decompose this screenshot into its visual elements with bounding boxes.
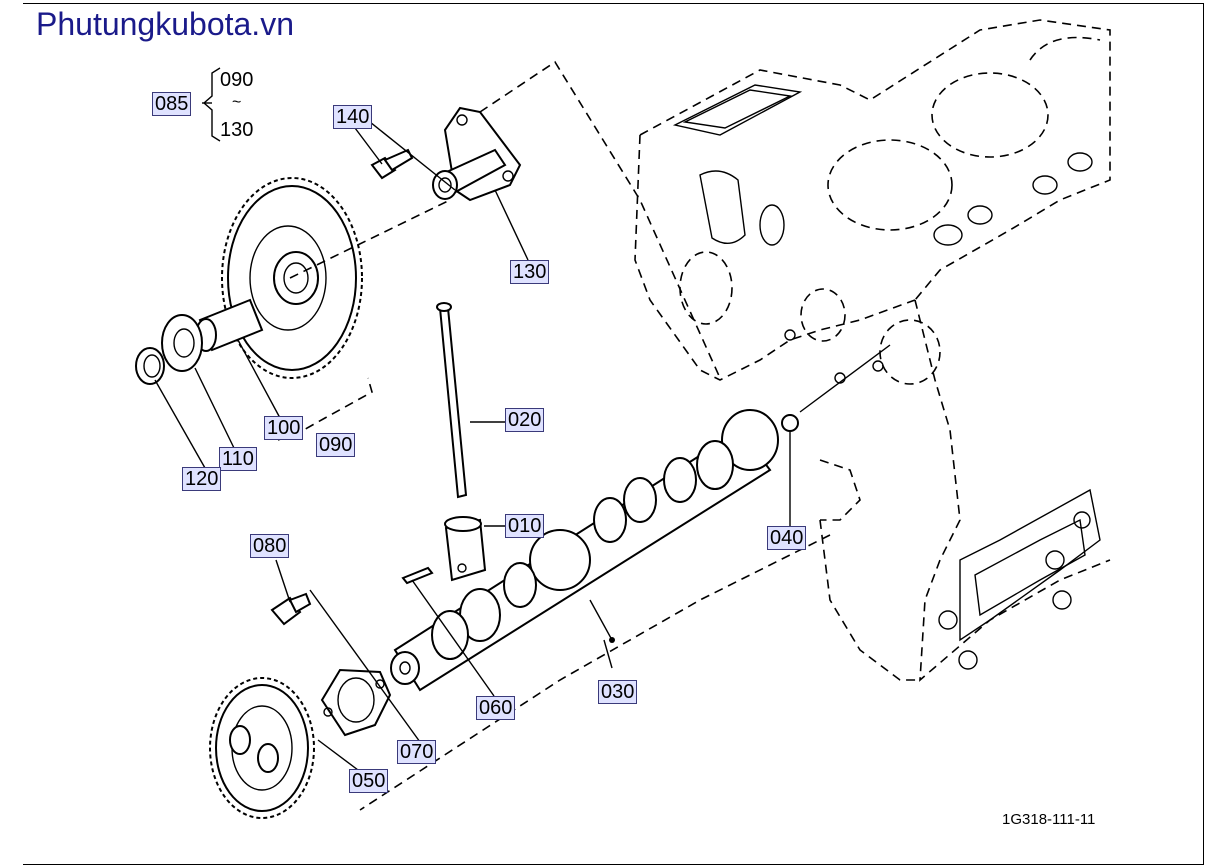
bearing-bracket-130 — [432, 106, 522, 202]
range-separator: ~ — [232, 94, 242, 111]
bolt-140 — [370, 148, 414, 180]
callout-060[interactable]: 060 — [476, 696, 516, 720]
drawing-code: 1G318-111-11 — [1002, 811, 1096, 828]
callout-100[interactable]: 100 — [264, 416, 304, 440]
tappet-010 — [444, 516, 487, 582]
range-start: 090 — [220, 69, 254, 91]
push-rod-020 — [436, 302, 468, 499]
drawing-frame — [23, 3, 1204, 865]
callout-010[interactable]: 010 — [505, 514, 545, 538]
feather-key-060 — [401, 566, 434, 585]
callout-085[interactable]: 085 — [152, 92, 192, 116]
range-end: 130 — [220, 119, 254, 141]
callout-090[interactable]: 090 — [316, 433, 356, 457]
callout-120[interactable]: 120 — [182, 467, 222, 491]
callout-110[interactable]: 110 — [219, 447, 257, 471]
callout-050[interactable]: 050 — [349, 769, 389, 793]
callout-080[interactable]: 080 — [250, 534, 290, 558]
engine-block — [634, 19, 1111, 682]
callout-030[interactable]: 030 — [598, 680, 638, 704]
callout-070[interactable]: 070 — [397, 740, 437, 764]
callout-140[interactable]: 140 — [333, 105, 373, 129]
callout-020[interactable]: 020 — [505, 408, 545, 432]
site-title: Phutungkubota.vn — [36, 6, 294, 42]
steel-ball-040 — [781, 344, 891, 432]
bolt-080 — [270, 592, 312, 626]
circlip-120 — [135, 347, 165, 385]
camshaft-030 — [390, 409, 779, 692]
thrust-plate-070 — [320, 668, 392, 737]
callout-130[interactable]: 130 — [510, 260, 550, 284]
thrust-washer-110 — [161, 314, 203, 372]
cam-gear-050 — [209, 677, 315, 819]
callout-040[interactable]: 040 — [767, 526, 807, 550]
